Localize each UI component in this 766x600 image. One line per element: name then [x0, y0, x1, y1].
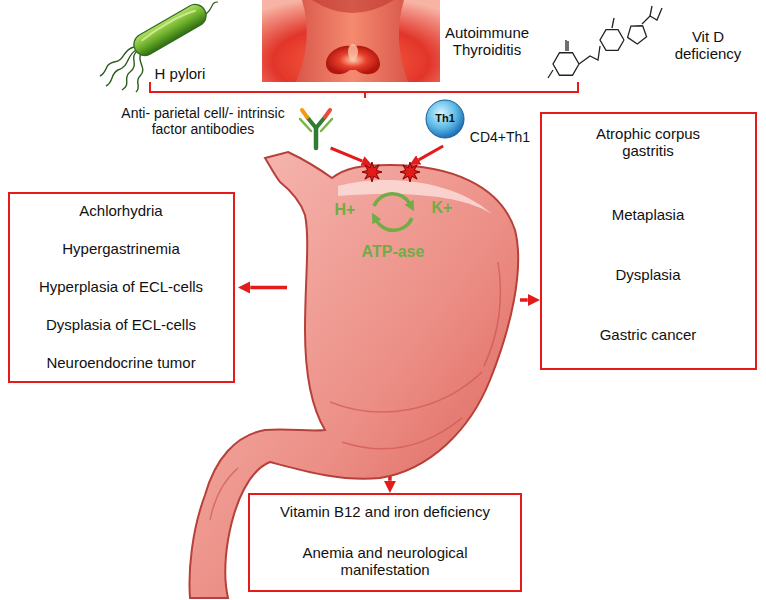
pathway-step: Vitamin B12 and iron deficiency [278, 503, 492, 520]
th1-cell: Th1CD4+Th1 [423, 99, 535, 146]
antibody-symbol [300, 119, 311, 131]
illustration-label: Autoimmune Thyroiditis [441, 24, 533, 59]
thyroid-neck-picture [262, 0, 440, 82]
th1-text: CD4+Th1 [470, 129, 530, 145]
pump-cycle-arrow [374, 194, 410, 206]
stomach-fold [330, 372, 482, 412]
antibody-symbol [314, 128, 319, 148]
pathway-step: Anemia and neurological manifestation [283, 544, 487, 579]
pathway-step: Hypergastrinemia [60, 240, 182, 257]
chain-bond [612, 18, 614, 28]
th1-text: Th1 [435, 112, 455, 125]
step-text: Metaplasia [612, 206, 685, 223]
flow-arrow [331, 148, 363, 161]
stomach-fold [484, 262, 500, 366]
stomach-text: H+ [335, 201, 356, 219]
ring-bond [553, 53, 579, 76]
pathway-step: Gastric cancer [598, 326, 699, 343]
deficiency-box: Vitamin B12 and iron deficiencyAnemia an… [248, 493, 522, 592]
ecl-pathway-box: AchlorhydriaHypergastrinemiaHyperplasia … [8, 192, 235, 383]
step-text: Hypergastrinemia [62, 240, 180, 257]
ring-bond [628, 26, 647, 44]
stomach-outline [290, 165, 520, 460]
flow-arrow [520, 298, 528, 302]
pathway-step: Atrophic corpus gastritis [571, 125, 725, 160]
chain-bond [642, 8, 662, 24]
attack-burst [362, 162, 382, 182]
illustration-label: H pylori [155, 65, 206, 82]
chain-bond [650, 6, 652, 16]
step-text: Neuroendocrine tumor [46, 354, 195, 371]
cancer-pathway-box: Atrophic corpus gastritisMetaplasiaDyspl… [540, 112, 757, 370]
step-text: Atrophic corpus gastritis [573, 125, 723, 160]
stomach-highlight [338, 180, 492, 214]
antibody-symbol [321, 119, 332, 131]
illustration-label: Vit D deficiency [666, 28, 750, 63]
chain-bond [565, 40, 566, 51]
stomach: H+ K+ ATP-ase [290, 165, 520, 460]
attack-burst [400, 162, 420, 182]
step-text: Hyperplasia of ECL-cells [39, 278, 203, 295]
pathway-step: Achlorhydria [77, 202, 164, 219]
flow-arrow [419, 146, 443, 160]
chain-bond [548, 70, 553, 78]
stomach-fold [210, 468, 238, 520]
pathway-step: Dysplasia [613, 266, 682, 283]
chain-bond [579, 46, 600, 64]
cell-circle [426, 100, 464, 138]
step-text: Achlorhydria [79, 202, 162, 219]
antibody-node: Anti- parietal cell/- intrinsic factor a… [115, 100, 335, 148]
stomach-text: K+ [432, 199, 453, 217]
step-text: Dysplasia [615, 266, 680, 283]
pathway-step: Metaplasia [610, 206, 687, 223]
step-text: Anemia and neurological manifestation [285, 544, 485, 579]
flow-arrow [250, 286, 287, 290]
pathway-step: Dysplasia of ECL-cells [44, 316, 198, 333]
step-text: Vitamin B12 and iron deficiency [280, 503, 490, 520]
stomach-fold [342, 418, 462, 449]
antibody-symbol [325, 110, 330, 117]
step-text: Gastric cancer [600, 326, 697, 343]
antibody-symbol [302, 110, 307, 117]
pathway-step: Neuroendocrine tumor [44, 354, 197, 371]
pump-cycle-arrow [376, 218, 412, 230]
vitamin-d-molecule [548, 6, 662, 78]
chain-bond [567, 41, 568, 51]
stomach-text: ATP-ase [362, 243, 425, 261]
pathway-step: Hyperplasia of ECL-cells [37, 278, 205, 295]
grouping-bracket [150, 82, 578, 98]
ring-bond [600, 30, 624, 51]
h-pylori-bacterium [100, 0, 218, 92]
ab-text: Anti- parietal cell/- intrinsic factor a… [114, 105, 292, 137]
step-text: Dysplasia of ECL-cells [46, 316, 196, 333]
